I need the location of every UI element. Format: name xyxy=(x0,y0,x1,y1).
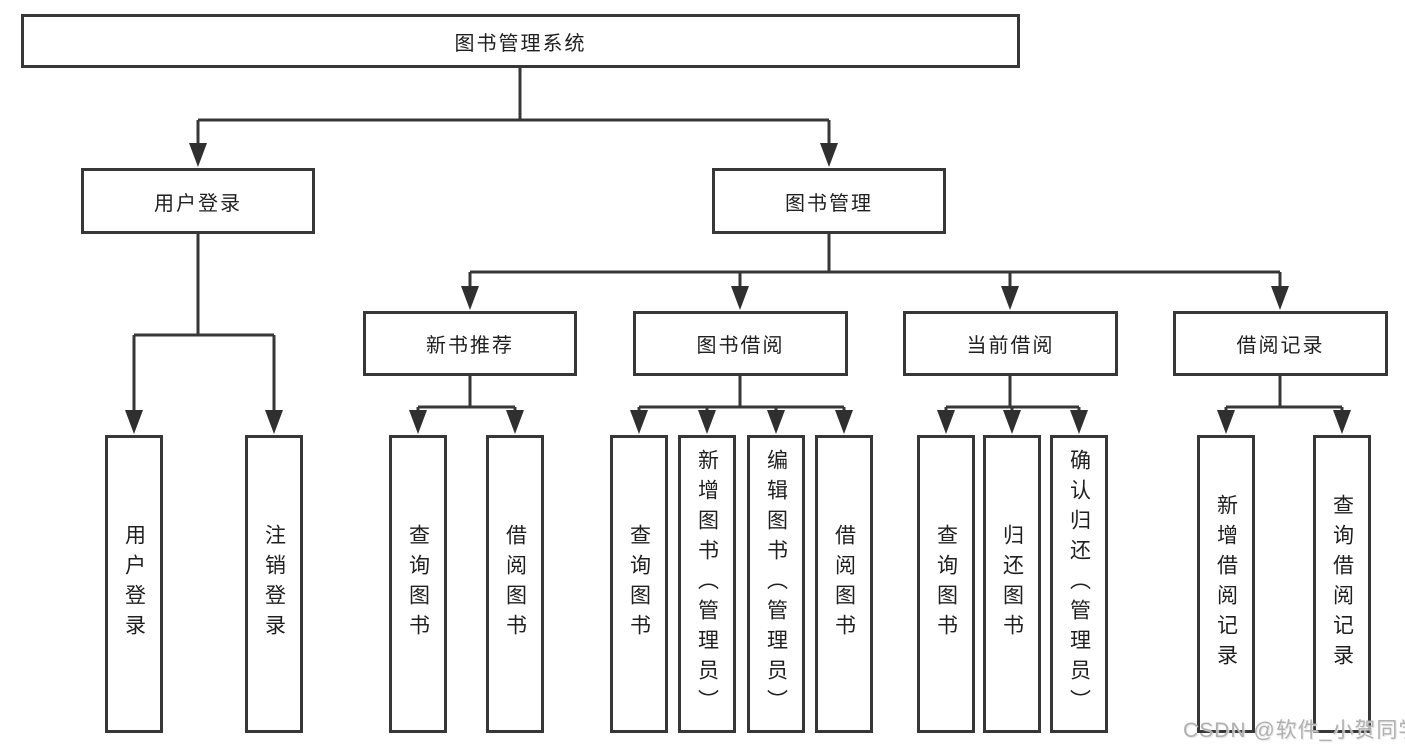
node-book-management-label: 图书管理 xyxy=(785,192,873,215)
node-new-book-recommend-label: 新书推荐 xyxy=(426,335,514,357)
leaf-records-add-label: 新增借阅记录 xyxy=(1214,494,1238,674)
node-root-label: 图书管理系统 xyxy=(454,32,587,55)
node-user-login-label: 用户登录 xyxy=(154,192,242,215)
leaf-current-confirm-admin-label: 确认归还（管理员） xyxy=(1067,449,1091,719)
leaf-borrow-query: 查询图书 xyxy=(610,435,668,733)
leaf-newbook-query: 查询图书 xyxy=(389,435,447,733)
leaf-current-return: 归还图书 xyxy=(983,435,1041,733)
node-borrow-records: 借阅记录 xyxy=(1173,311,1388,376)
leaf-borrow-query-label: 查询图书 xyxy=(627,524,651,644)
leaf-borrow-borrow-label: 借阅图书 xyxy=(832,524,856,644)
leaf-user-login-label: 用户登录 xyxy=(122,524,146,644)
leaf-newbook-borrow-label: 借阅图书 xyxy=(503,524,527,644)
node-root: 图书管理系统 xyxy=(21,14,1020,68)
leaf-newbook-borrow: 借阅图书 xyxy=(486,435,544,733)
leaf-newbook-query-label: 查询图书 xyxy=(406,524,430,644)
leaf-borrow-edit-admin-label: 编辑图书（管理员） xyxy=(764,449,788,719)
leaf-current-return-label: 归还图书 xyxy=(1000,524,1024,644)
leaf-borrow-add-admin: 新增图书（管理员） xyxy=(678,435,736,733)
node-current-borrow: 当前借阅 xyxy=(903,311,1118,376)
leaf-user-login: 用户登录 xyxy=(105,435,163,733)
leaf-logout: 注销登录 xyxy=(245,435,303,733)
leaf-current-query-label: 查询图书 xyxy=(934,524,958,644)
leaf-borrow-add-admin-label: 新增图书（管理员） xyxy=(695,449,719,719)
node-current-borrow-label: 当前借阅 xyxy=(966,335,1055,357)
tree-edges xyxy=(132,68,1344,412)
node-borrow-records-label: 借阅记录 xyxy=(1236,335,1325,357)
leaf-records-add: 新增借阅记录 xyxy=(1197,435,1255,733)
leaf-records-query-label: 查询借阅记录 xyxy=(1330,494,1354,674)
node-user-login: 用户登录 xyxy=(81,168,315,234)
node-book-borrow-label: 图书借阅 xyxy=(696,335,785,357)
node-book-management: 图书管理 xyxy=(712,168,946,234)
node-book-borrow: 图书借阅 xyxy=(633,311,848,376)
leaf-current-confirm-admin: 确认归还（管理员） xyxy=(1050,435,1108,733)
leaf-borrow-edit-admin: 编辑图书（管理员） xyxy=(747,435,805,733)
node-new-book-recommend: 新书推荐 xyxy=(363,311,577,376)
arrowheads xyxy=(125,143,1351,434)
leaf-borrow-borrow: 借阅图书 xyxy=(815,435,873,733)
watermark: CSDN @软件_小贺同学 xyxy=(1183,719,1405,742)
leaf-current-query: 查询图书 xyxy=(917,435,975,733)
leaf-records-query: 查询借阅记录 xyxy=(1313,435,1371,733)
leaf-logout-label: 注销登录 xyxy=(262,524,286,644)
